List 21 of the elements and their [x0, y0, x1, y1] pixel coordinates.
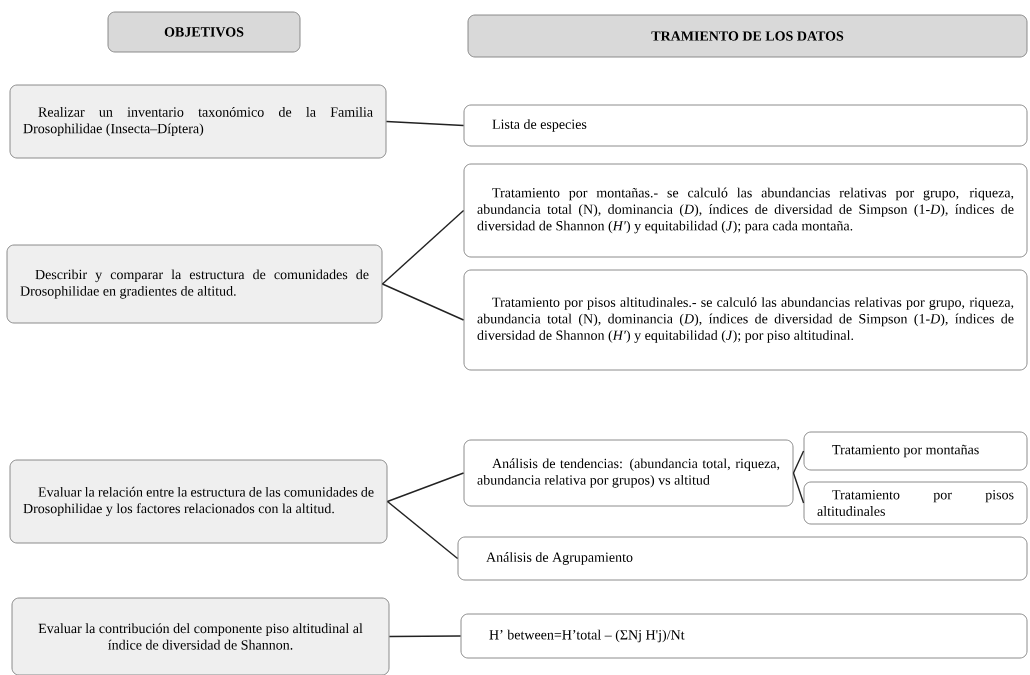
objective-box: Evaluar la contribución del componente piso altitudinal al índice de diversidad de Shannon.	[11, 597, 390, 675]
treatment-box: Análisis de Agrupamiento	[457, 536, 1028, 581]
objective-box: Describir y comparar la estructura de comunidades de Drosophilidae en gradientes de altitud.	[6, 244, 383, 324]
treatment-box: Tratamiento por pisos altitudinales.- se calculó las abundancias relativas por grupo, riqueza, abundancia total (N), dominancia (D), índices de diversidad de Simpson (1-D), índices de diversidad de Shannon (H') y equitabilidad (J); por piso altitudinal.	[463, 269, 1028, 371]
connector-line	[381, 283, 465, 321]
treatment-box: Análisis de tendencias: (abundancia total, riqueza, abundancia relativa por grupos) vs altitud	[463, 439, 794, 507]
connector-line	[385, 120, 465, 127]
header-box: OBJETIVOS	[107, 11, 301, 53]
connector-line	[388, 635, 462, 638]
connector-line	[386, 472, 465, 503]
treatment-box: Tratamiento por montañas.- se calculó las abundancias relativas por grupo, riqueza, abundancia total (N), dominancia (D), índices de diversidad de Simpson (1-D), índices de diversidad de Shannon (H') y equitabilidad (J); para cada montaña.	[463, 163, 1028, 258]
connector-line	[381, 209, 465, 285]
treatment-box: Tratamiento por pisos altitudinales	[803, 481, 1028, 525]
header-box: TRAMIENTO DE LOS DATOS	[467, 14, 1028, 58]
objective-box: Realizar un inventario taxonómico de la Familia Drosophilidae (Insecta–Díptera)	[9, 84, 387, 159]
treatment-box: Tratamiento por montañas	[803, 431, 1028, 471]
connector-line	[386, 500, 459, 560]
connector-line	[792, 450, 805, 474]
objective-box: Evaluar la relación entre la estructura de las comunidades de Drosophilidae y los factores relacionados con la altitud.	[9, 459, 388, 544]
treatment-box: Lista de especies	[463, 104, 1028, 147]
treatment-box: H’ between=H’total – (ΣNj H'j)/Nt	[460, 613, 1028, 659]
